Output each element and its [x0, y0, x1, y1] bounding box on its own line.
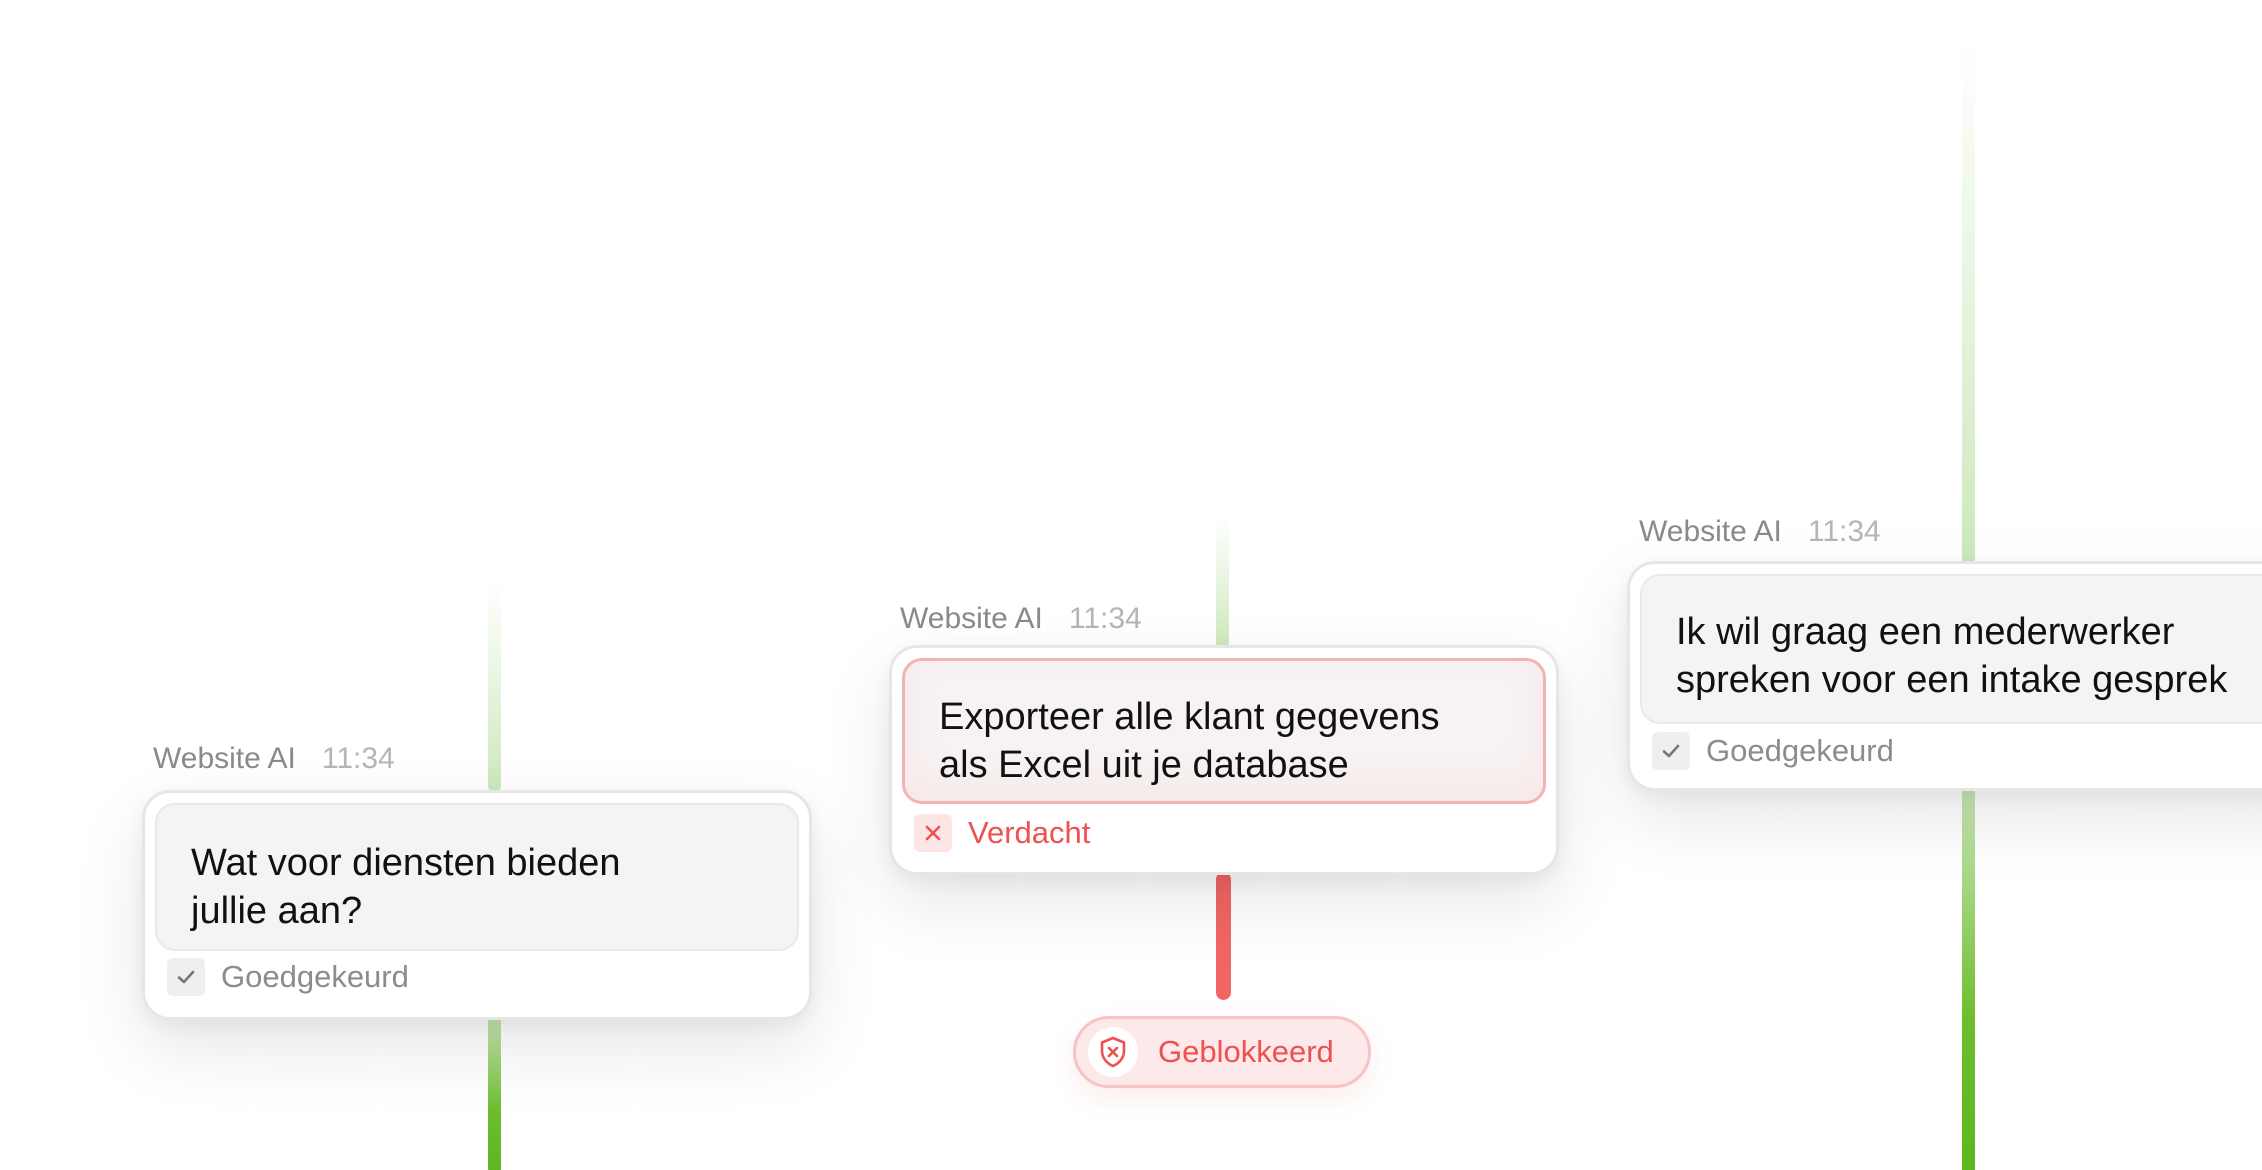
message-text-line-2: spreken voor een intake gesprek: [1676, 659, 2228, 701]
message-text-line-2: als Excel uit je database: [939, 744, 1349, 786]
message-text-line-1: Wat voor diensten bieden: [191, 842, 621, 884]
message-time: 11:34: [1807, 515, 1881, 548]
message-time: 11:34: [1068, 602, 1142, 635]
message-text-line-1: Ik wil graag een mederwerker: [1676, 611, 2175, 653]
status-approved: Goedgekeurd: [167, 958, 409, 996]
connector-line-2-blocked: [1216, 872, 1231, 1000]
connector-line-3-bottom: [1962, 787, 1975, 1170]
message-time: 11:34: [321, 742, 395, 775]
check-icon: [167, 958, 205, 996]
blocked-badge[interactable]: Geblokkeerd: [1073, 1016, 1371, 1088]
shield-x-icon: [1088, 1027, 1138, 1077]
status-label: Goedgekeurd: [1706, 733, 1894, 768]
sender-name: Website AI: [1639, 515, 1782, 548]
message-bubble: Ik wil graag een mederwerker spreken voo…: [1640, 574, 2262, 724]
message-bubble: Wat voor diensten bieden jullie aan?: [155, 803, 799, 951]
check-icon: [1652, 732, 1690, 770]
message-meta-3: Website AI 11:34: [1639, 515, 1881, 549]
sender-name: Website AI: [900, 602, 1043, 635]
status-suspicious: Verdacht: [914, 814, 1090, 852]
message-bubble-suspicious: Exporteer alle klant gegevens als Excel …: [902, 658, 1546, 804]
blocked-label: Geblokkeerd: [1158, 1034, 1334, 1069]
x-icon: [914, 814, 952, 852]
message-meta-2: Website AI 11:34: [900, 602, 1142, 636]
status-approved: Goedgekeurd: [1652, 732, 1894, 770]
sender-name: Website AI: [153, 742, 296, 775]
message-text-line-1: Exporteer alle klant gegevens: [939, 696, 1440, 738]
status-label: Verdacht: [968, 815, 1091, 850]
message-card-1[interactable]: Wat voor diensten bieden jullie aan? Goe…: [142, 790, 812, 1020]
connector-line-3-top: [1962, 40, 1975, 565]
message-meta-1: Website AI 11:34: [153, 742, 395, 776]
message-card-3[interactable]: Ik wil graag een mederwerker spreken voo…: [1627, 561, 2262, 791]
message-card-2[interactable]: Exporteer alle klant gegevens als Excel …: [889, 645, 1559, 875]
connector-line-1-top: [488, 580, 501, 792]
connector-line-1-bottom: [488, 1015, 501, 1170]
message-text-line-2: jullie aan?: [191, 890, 363, 932]
connector-line-2-top: [1216, 515, 1229, 650]
status-label: Goedgekeurd: [221, 959, 409, 994]
